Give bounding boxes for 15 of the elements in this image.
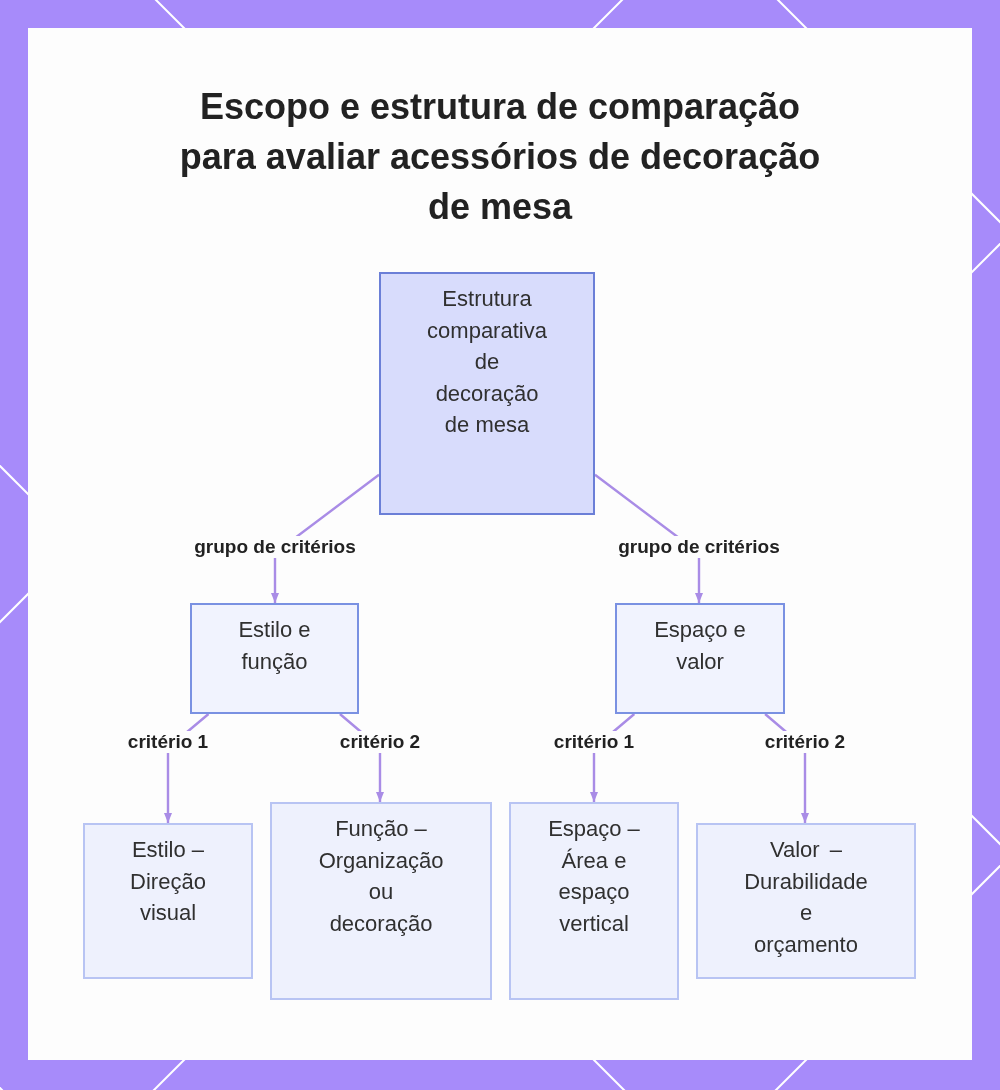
category-box <box>190 603 359 714</box>
box-label: Espaço – Área e espaço vertical <box>547 815 641 938</box>
box-label: Valor – Durabilidade e orçamento <box>743 836 869 959</box>
criterion-box <box>696 823 916 979</box>
category-box <box>615 603 785 714</box>
box-label: Estilo – Direção visual <box>129 836 207 927</box>
box-label: Estrutura comparativa de decoração de mesa <box>426 285 548 439</box>
criterion-box <box>509 802 679 1000</box>
box-label: Espaço e valor <box>653 616 747 676</box>
criterion-box <box>270 802 492 1000</box>
diagram-title: Escopo e estrutura de comparação para avaliar acessórios de decoração de mesa <box>178 85 822 229</box>
root-box <box>379 272 595 515</box>
box-label: Estilo e função <box>237 616 312 676</box>
box-label: Função – Organização ou decoração <box>317 815 445 938</box>
criterion-box <box>83 823 253 979</box>
